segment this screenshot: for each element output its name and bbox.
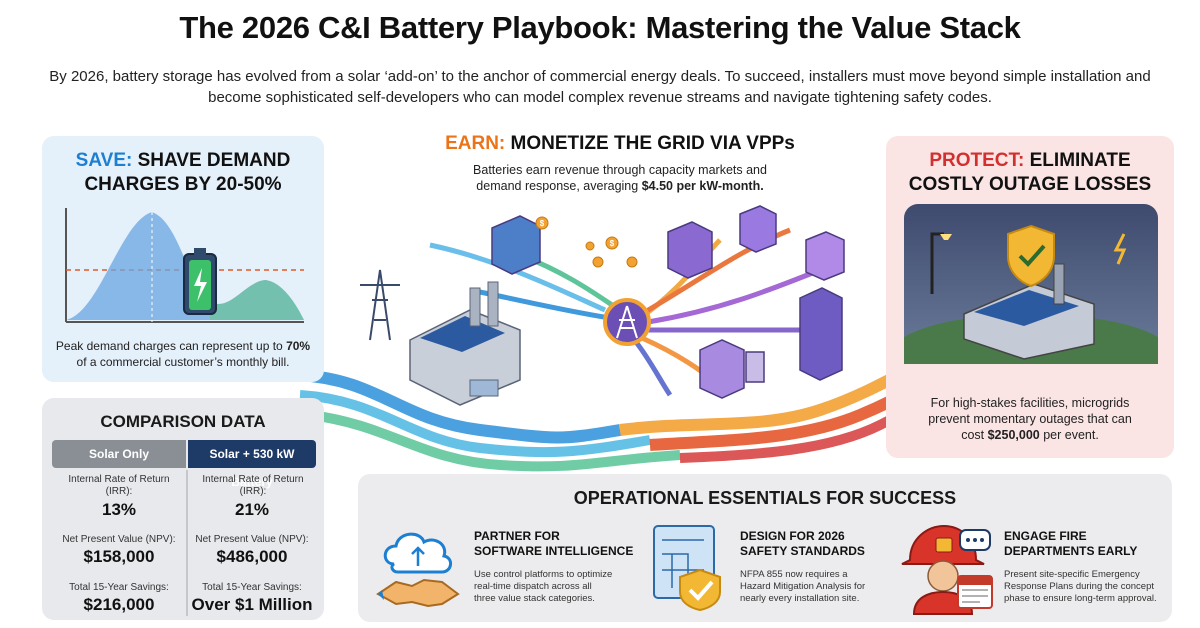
- ops-item-body: NFPA 855 now requires a Hazard Mitigatio…: [740, 569, 900, 605]
- metric-value: Over $1 Million: [191, 595, 313, 614]
- earn-caption-line2: demand response, averaging: [476, 179, 642, 193]
- metric-label: Net Present Value (NPV):: [195, 534, 309, 545]
- ops-item-title-line2: SOFTWARE INTELLIGENCE: [474, 544, 634, 558]
- metric-label: Internal Rate of Return (IRR):: [202, 474, 304, 497]
- ops-item-body-line2: real-time dispatch across all: [474, 581, 592, 592]
- metric-label: Total 15-Year Savings:: [202, 582, 302, 593]
- ops-item-title-line2: SAFETY STANDARDS: [740, 544, 865, 558]
- earn-caption: Batteries earn revenue through capacity …: [400, 162, 840, 194]
- ops-heading: OPERATIONAL ESSENTIALS FOR SUCCESS: [573, 488, 957, 508]
- protect-caption-line2: prevent momentary outages that can: [928, 412, 1132, 426]
- save-caption-post: of a commercial customer’s monthly bill.: [76, 355, 290, 369]
- ops-item-body: Use control platforms to optimize real-t…: [474, 569, 644, 605]
- save-caption: Peak demand charges can represent up to …: [50, 338, 316, 370]
- protect-caption-line3-post: per event.: [1039, 428, 1099, 442]
- protected-facility-illustration: [904, 204, 1158, 364]
- save-caption-bold: 70%: [286, 339, 311, 353]
- protect-keyword: PROTECT:: [929, 150, 1025, 171]
- protect-caption-line3-pre: cost: [961, 428, 988, 442]
- ops-item-body-line1: Present site-specific Emergency: [1004, 569, 1140, 580]
- protect-caption-bold: $250,000: [987, 428, 1040, 442]
- ops-item-body-line3: phase to ensure long-term approval.: [1004, 593, 1157, 604]
- comparison-column-solar-battery: Solar + 530 kW Battery: [188, 440, 316, 489]
- save-heading-line2: CHARGES BY 20-50%: [84, 174, 282, 195]
- operational-essentials-panel: [358, 474, 1172, 622]
- ops-item-body-line2: Response Plans during the concept: [1004, 581, 1154, 592]
- earn-heading: EARN: MONETIZE THE GRID VIA VPPs: [380, 132, 860, 156]
- metric-value: 21%: [234, 500, 270, 519]
- metric-value: 13%: [101, 500, 137, 519]
- page-title: The 2026 C&I Battery Playbook: Mastering…: [179, 10, 1021, 45]
- ops-item-body-line2: Hazard Mitigation Analysis for: [740, 581, 866, 592]
- ops-item-body-line1: Use control platforms to optimize: [474, 569, 613, 580]
- comparison-heading: COMPARISON DATA: [100, 412, 266, 431]
- metric-label: Internal Rate of Return (IRR):: [68, 474, 170, 497]
- earn-caption-bold: $4.50 per kW-month.: [641, 179, 764, 193]
- ops-item-body-line1: NFPA 855 now requires a: [740, 569, 848, 580]
- comparison-divider: [186, 470, 188, 616]
- earn-keyword: EARN:: [445, 133, 506, 154]
- protect-heading-line2: COSTLY OUTAGE LOSSES: [908, 174, 1152, 195]
- ops-item-title: DESIGN FOR 2026 SAFETY STANDARDS: [740, 529, 900, 559]
- protect-heading: PROTECT: ELIMINATE COSTLY OUTAGE LOSSES: [886, 149, 1174, 197]
- ops-item-title-line2: DEPARTMENTS EARLY: [1004, 544, 1138, 558]
- earn-heading-rest: MONETIZE THE GRID VIA VPPs: [505, 133, 795, 154]
- metric-label: Net Present Value (NPV):: [62, 534, 176, 545]
- save-heading: SAVE: SHAVE DEMAND CHARGES BY 20-50%: [42, 149, 324, 197]
- ops-item-title: PARTNER FOR SOFTWARE INTELLIGENCE: [474, 529, 644, 559]
- protect-caption-line1: For high-stakes facilities, microgrids: [930, 396, 1130, 410]
- ops-item-body-line3: nearly every installation site.: [740, 593, 860, 604]
- metric-value: $486,000: [216, 547, 288, 566]
- coin-label: $: [610, 239, 615, 248]
- firefighter-calendar-icon: [901, 524, 993, 615]
- blueprint-shield-icon: [653, 525, 721, 612]
- metric-value: $158,000: [83, 547, 155, 566]
- save-keyword: SAVE:: [75, 150, 133, 171]
- comparison-panel: [42, 398, 324, 620]
- protect-caption: For high-stakes facilities, microgrids p…: [900, 395, 1160, 443]
- comparison-column-solar-only: Solar Only: [52, 440, 186, 468]
- ops-item-body: Present site-specific Emergency Response…: [1004, 569, 1168, 605]
- ops-item-body-line3: three value stack categories.: [474, 593, 595, 604]
- metric-value: $216,000: [83, 595, 155, 614]
- save-caption-pre: Peak demand charges can represent up to: [55, 339, 287, 353]
- coin-label: $: [540, 219, 545, 228]
- ops-item-title-line1: DESIGN FOR 2026: [740, 529, 845, 543]
- metric-label: Total 15-Year Savings:: [69, 582, 169, 593]
- save-heading-rest: SHAVE DEMAND: [132, 150, 291, 171]
- ops-item-title-line1: ENGAGE FIRE: [1004, 529, 1087, 543]
- ops-item-title: ENGAGE FIRE DEPARTMENTS EARLY: [1004, 529, 1168, 559]
- protect-heading-rest: ELIMINATE: [1024, 150, 1131, 171]
- intro-paragraph: By 2026, battery storage has evolved fro…: [49, 68, 1151, 106]
- ops-item-title-line1: PARTNER FOR: [474, 529, 560, 543]
- earn-caption-line1: Batteries earn revenue through capacity …: [473, 163, 767, 177]
- demand-curve-illustration: [65, 208, 304, 323]
- cloud-handshake-icon: [376, 532, 460, 608]
